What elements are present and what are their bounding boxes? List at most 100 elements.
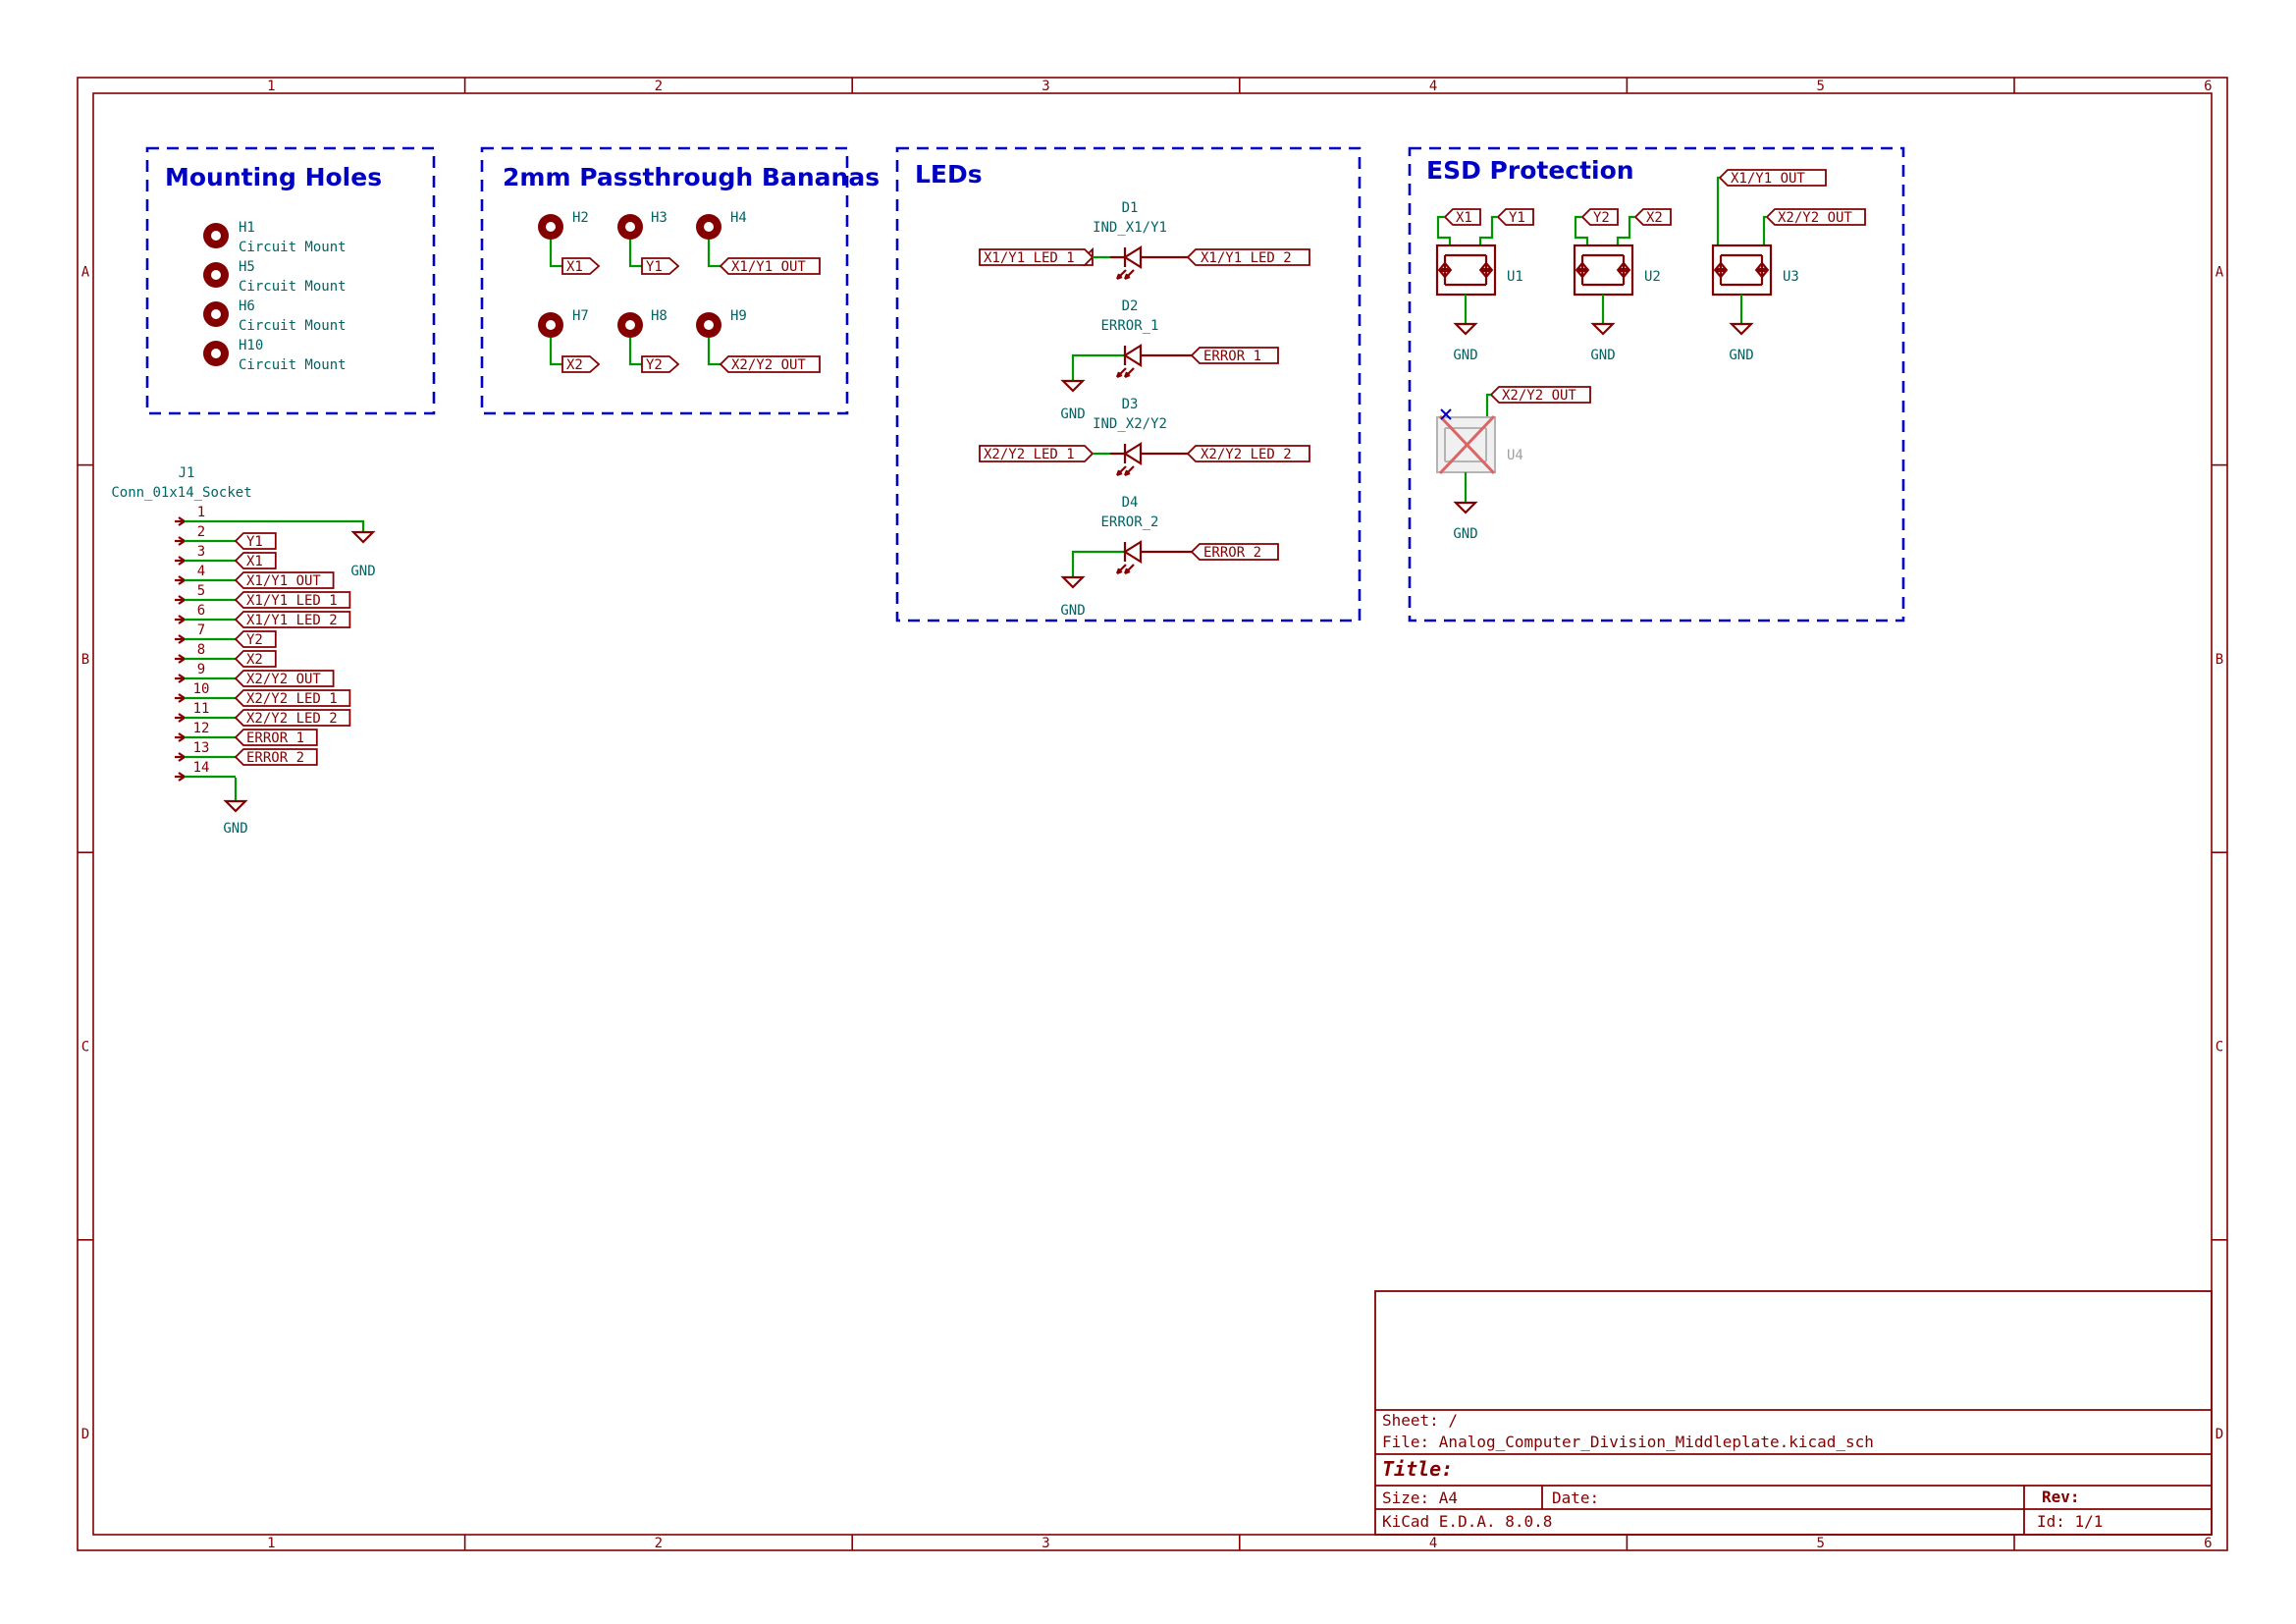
connector-pin[interactable]: 3X1	[175, 544, 277, 569]
dnp-cross-icon	[1438, 414, 1496, 475]
esd-ref: U2	[1644, 269, 1661, 285]
led-d3[interactable]: D3 IND_X2/Y2 X2/Y2_LED_1 X2/Y2_LED_2	[979, 397, 1310, 477]
row-label: A	[2216, 264, 2224, 280]
row-label: B	[81, 652, 89, 668]
file-name: File: Analog_Computer_Division_Middlepla…	[1382, 1433, 1874, 1451]
pin-stub	[175, 634, 187, 644]
esd-u4-excluded[interactable]: X2/Y2_OUT GND U4	[1436, 386, 1591, 542]
row-label: C	[81, 1040, 89, 1056]
mounting-hole-h6[interactable]: H6 Circuit Mount	[203, 298, 347, 334]
pin-number: 10	[193, 681, 210, 697]
banana-h9[interactable]: H9 X2/Y2_OUT	[696, 308, 821, 373]
pin-number: 8	[197, 642, 205, 658]
connector-pin[interactable]: 8X2	[175, 642, 277, 668]
sheet-path: Sheet: /	[1382, 1411, 1458, 1430]
net-label: ERROR_1	[1203, 349, 1261, 364]
connector-pin[interactable]: 5X1/Y1_LED_1	[175, 583, 351, 609]
pin-stub	[175, 556, 187, 566]
banana-h4[interactable]: H4 X1/Y1_OUT	[696, 210, 821, 275]
connector-j1[interactable]: J1 Conn_01x14_Socket 12Y13X14X1/Y1_OUT5X…	[111, 465, 376, 837]
led-d4[interactable]: D4 ERROR_2 GND ERROR_2	[1060, 495, 1279, 619]
row-label: D	[2216, 1427, 2223, 1442]
pin-number: 13	[193, 740, 210, 756]
column-label: 4	[1429, 79, 1437, 94]
net-label: X2/Y2_LED_1	[246, 691, 338, 707]
pin-stub	[175, 615, 187, 624]
led-ref: D2	[1122, 298, 1139, 314]
net-label: X1	[246, 554, 263, 569]
connector-pin[interactable]: 6X1/Y1_LED_2	[175, 603, 351, 628]
net-label: X1/Y1_LED_2	[1201, 250, 1292, 266]
connector-pin[interactable]: 14	[175, 760, 236, 782]
net-label-shape	[234, 709, 351, 727]
connector-pin[interactable]: 4X1/Y1_OUT	[175, 564, 335, 589]
gnd-label: GND	[1060, 406, 1085, 422]
net-label-shape	[234, 748, 318, 766]
no-connect-icon	[1440, 408, 1452, 420]
mounting-hole-h10[interactable]: H10 Circuit Mount	[203, 338, 347, 373]
net-label: X2/Y2_OUT	[731, 357, 806, 373]
mounting-hole-ref: H1	[239, 220, 255, 236]
net-label: X1/Y1_OUT	[1731, 171, 1805, 187]
pin-stub	[175, 536, 187, 546]
connector-ref: J1	[179, 465, 195, 481]
net-label: X1/Y1_LED_2	[246, 613, 338, 628]
net-label: ERROR_2	[1203, 545, 1261, 561]
led-d1[interactable]: D1 IND_X1/Y1 X1/Y1_LED_1 X1/Y1_LED_2	[979, 200, 1310, 281]
section-mounting-holes: Mounting Holes	[145, 146, 436, 415]
led-ref: D1	[1122, 200, 1139, 216]
banana-ref: H8	[651, 308, 667, 324]
column-label: 6	[2204, 79, 2212, 94]
title-field: Title:	[1382, 1457, 1453, 1481]
net-label-shape	[234, 689, 351, 707]
net-label-shape	[234, 552, 277, 569]
section-esd: ESD Protection	[1408, 146, 1905, 623]
banana-ref: H4	[730, 210, 747, 226]
banana-h3[interactable]: H3 Y1	[617, 210, 680, 275]
pin-stub	[175, 516, 187, 526]
esd-u2[interactable]: Y2 X2 GND U2	[1573, 208, 1672, 363]
led-d2[interactable]: D2 ERROR_1 GND ERROR_1	[1060, 298, 1279, 422]
led-value: IND_X1/Y1	[1093, 220, 1167, 236]
mounting-hole-h5[interactable]: H5 Circuit Mount	[203, 259, 347, 295]
net-label: X1/Y1_LED_1	[984, 250, 1075, 266]
column-label: 6	[2204, 1536, 2212, 1551]
mounting-hole-value: Circuit Mount	[239, 279, 347, 295]
mounting-hole-ref: H10	[239, 338, 263, 353]
banana-h7[interactable]: H7 X2	[538, 308, 601, 373]
net-label: X2/Y2_OUT	[246, 672, 321, 687]
pin-stub	[175, 772, 187, 782]
esd-ref: U4	[1507, 448, 1523, 463]
net-label: X1/Y1_LED_1	[246, 593, 338, 609]
connector-pin[interactable]: 7Y2	[175, 623, 277, 648]
esd-u1[interactable]: X1 Y1 GND U1	[1435, 208, 1534, 363]
net-label: X1/Y1_OUT	[731, 259, 806, 275]
pin-stub	[175, 713, 187, 723]
esd-ref: U1	[1507, 269, 1523, 285]
net-label-shape	[234, 571, 335, 589]
connector-pin[interactable]: 9X2/Y2_OUT	[175, 662, 335, 687]
mounting-hole-ref: H5	[239, 259, 255, 275]
mounting-hole-h1[interactable]: H1 Circuit Mount	[203, 220, 347, 255]
connector-pin[interactable]: 1	[175, 505, 236, 526]
net-label: Y2	[246, 632, 263, 648]
esd-u3[interactable]: X1/Y1_OUT X2/Y2_OUT GND U3	[1711, 169, 1866, 363]
banana-h8[interactable]: H8 Y2	[617, 308, 680, 373]
net-label: X2/Y2_LED_2	[1201, 447, 1292, 462]
esd-ref: U3	[1783, 269, 1799, 285]
net-label: X2	[566, 357, 583, 373]
pin-number: 12	[193, 721, 210, 736]
row-label: A	[81, 264, 90, 280]
mounting-hole-ref: H6	[239, 298, 255, 314]
net-label: Y1	[246, 534, 263, 550]
pin-number: 2	[197, 524, 205, 540]
net-label-shape	[234, 650, 277, 668]
banana-h2[interactable]: H2 X1	[538, 210, 601, 275]
connector-value: Conn_01x14_Socket	[111, 485, 251, 501]
connector-pin[interactable]: 2Y1	[175, 524, 277, 550]
